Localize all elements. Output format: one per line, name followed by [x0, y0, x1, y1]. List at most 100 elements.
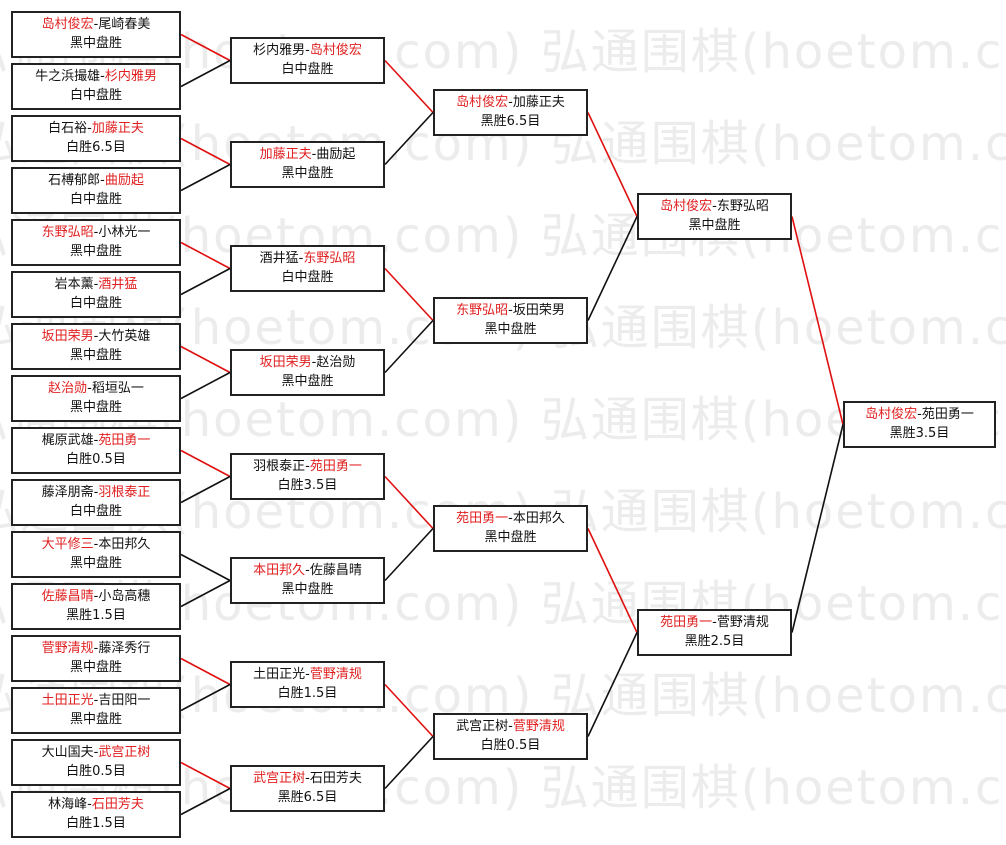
match-result: 黑胜2.5目 [684, 634, 745, 649]
winner-name: 东野弘昭 [303, 251, 356, 266]
match-box-round-1-11: 大平修三-本田邦久黑中盘胜 [11, 531, 181, 578]
winner-name: 岛村俊宏 [456, 95, 509, 110]
loser-name: 土田正光 [253, 667, 306, 682]
loser-name: 石榑郁郎 [48, 173, 101, 188]
match-players: 林海峰-石田芳夫 [13, 795, 179, 814]
match-box-round-1-13: 菅野清规-藤泽秀行黑中盘胜 [11, 635, 181, 682]
loser-name: 加藤正夫 [512, 95, 565, 110]
winner-name: 苑田勇一 [456, 511, 509, 526]
loser-name: 林海峰 [48, 797, 88, 812]
match-box-round-2-7: 土田正光-菅野清规白胜1.5目 [230, 661, 385, 708]
match-result: 白胜0.5目 [480, 738, 541, 753]
winner-connector [180, 657, 231, 686]
player-separator: - [100, 173, 105, 188]
match-result: 白中盘胜 [69, 504, 122, 519]
player-separator: - [712, 615, 717, 630]
match-players: 苑田勇一-本田邦久 [435, 509, 586, 528]
player-separator: - [508, 511, 513, 526]
match-players: 坂田荣男-大竹英雄 [13, 327, 179, 346]
loser-name: 赵治勋 [316, 355, 356, 370]
winner-connector [587, 528, 638, 633]
connector [587, 632, 638, 737]
match-players: 大平修三-本田邦久 [13, 535, 179, 554]
match-box-round-1-3: 白石裕-加藤正夫白胜6.5目 [11, 115, 181, 162]
match-result: 白中盘胜 [281, 62, 334, 77]
winner-connector [180, 137, 231, 166]
match-players: 土田正光-吉田阳一 [13, 691, 179, 710]
match-result: 黑中盘胜 [484, 322, 537, 337]
winner-connector [180, 241, 231, 270]
winner-name: 岛村俊宏 [41, 17, 94, 32]
loser-name: 小岛高穗 [98, 589, 151, 604]
connector [791, 424, 844, 633]
winner-name: 菅野清规 [512, 719, 565, 734]
connector [180, 553, 231, 582]
match-result: 白中盘胜 [281, 270, 334, 285]
match-box-round-2-8: 武宫正树-石田芳夫黑胜6.5目 [230, 765, 385, 812]
match-box-round-1-15: 大山国夫-武宫正树白胜0.5目 [11, 739, 181, 786]
winner-name: 加藤正夫 [91, 121, 144, 136]
player-separator: - [93, 277, 99, 292]
connector [384, 111, 434, 166]
connector [180, 475, 231, 504]
player-separator: - [305, 563, 310, 578]
match-result: 黑中盘胜 [69, 244, 122, 259]
match-players: 武宫正树-石田芳夫 [232, 769, 383, 788]
match-result: 黑中盘胜 [69, 36, 122, 51]
player-separator: - [311, 355, 317, 370]
match-players: 岛村俊宏-尾崎春美 [13, 15, 179, 34]
loser-name: 本田邦久 [98, 537, 151, 552]
match-box-quarterfinal-2: 东野弘昭-坂田荣男黑中盘胜 [433, 297, 588, 344]
winner-connector [384, 59, 434, 114]
loser-name: 石田芳夫 [309, 771, 362, 786]
winner-connector [791, 216, 844, 425]
match-players: 大山国夫-武宫正树 [13, 743, 179, 762]
player-separator: - [93, 537, 99, 552]
player-separator: - [508, 719, 513, 734]
winner-name: 东野弘昭 [41, 225, 94, 240]
match-box-round-2-1: 杉内雅男-岛村俊宏白中盘胜 [230, 37, 385, 84]
match-players: 佐藤昌晴-小岛高穗 [13, 587, 179, 606]
winner-connector [180, 761, 231, 790]
match-box-semifinal-2: 苑田勇一-菅野清规黑胜2.5目 [637, 609, 792, 656]
winner-name: 岛村俊宏 [660, 199, 713, 214]
winner-name: 菅野清规 [309, 667, 362, 682]
winner-name: 东野弘昭 [456, 303, 509, 318]
match-result: 黑中盘胜 [69, 660, 122, 675]
loser-name: 羽根泰正 [253, 459, 306, 474]
connector [384, 319, 434, 374]
match-result: 白胜0.5目 [66, 452, 126, 467]
winner-name: 岛村俊宏 [309, 43, 362, 58]
player-separator: - [298, 251, 304, 266]
match-box-round-1-16: 林海峰-石田芳夫白胜1.5目 [11, 791, 181, 838]
player-separator: - [311, 147, 317, 162]
player-separator: - [305, 771, 310, 786]
match-box-quarterfinal-4: 武宫正树-菅野清规白胜0.5目 [433, 713, 588, 760]
player-separator: - [100, 69, 105, 84]
match-result: 白中盘胜 [69, 296, 122, 311]
winner-name: 石田芳夫 [91, 797, 144, 812]
match-players: 赵治勋-稻垣弘一 [13, 379, 179, 398]
winner-name: 岛村俊宏 [865, 407, 918, 422]
match-box-final-1: 岛村俊宏-苑田勇一黑胜3.5目 [843, 401, 996, 448]
winner-name: 赵治勋 [48, 381, 88, 396]
match-box-semifinal-1: 岛村俊宏-东野弘昭黑中盘胜 [637, 193, 792, 240]
match-box-round-1-8: 赵治勋-稻垣弘一黑中盘胜 [11, 375, 181, 422]
match-players: 酒井猛-东野弘昭 [232, 249, 383, 268]
match-result: 黑中盘胜 [484, 530, 537, 545]
match-result: 白胜0.5目 [66, 764, 126, 779]
match-result: 白胜3.5目 [277, 478, 338, 493]
connector [587, 216, 638, 321]
match-result: 白胜6.5目 [66, 140, 126, 155]
match-result: 白中盘胜 [69, 192, 122, 207]
match-players: 土田正光-菅野清规 [232, 665, 383, 684]
player-separator: - [305, 43, 310, 58]
winner-name: 佐藤昌晴 [41, 589, 94, 604]
match-players: 武宫正树-菅野清规 [435, 717, 586, 736]
match-box-round-2-6: 本田邦久-佐藤昌晴黑中盘胜 [230, 557, 385, 604]
winner-name: 苑田勇一 [660, 615, 713, 630]
connector [180, 163, 231, 192]
winner-name: 苑田勇一 [98, 433, 151, 448]
player-separator: - [93, 745, 99, 760]
match-box-round-1-14: 土田正光-吉田阳一黑中盘胜 [11, 687, 181, 734]
